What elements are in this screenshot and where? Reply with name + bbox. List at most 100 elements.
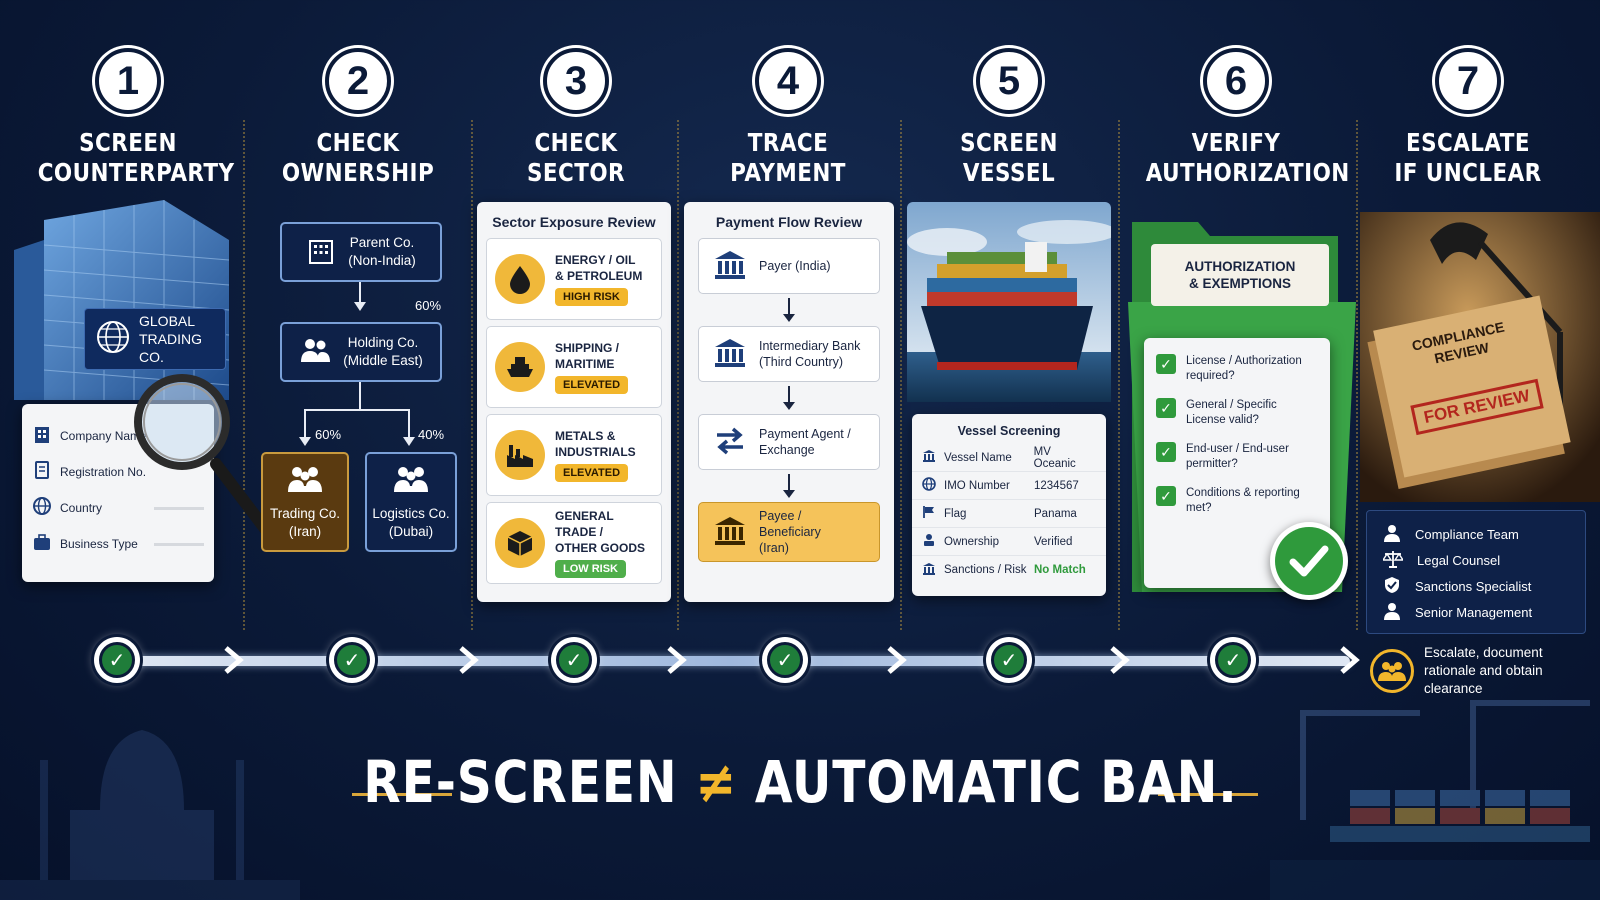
- checkmark-icon: ✓: [1156, 442, 1176, 462]
- payment-node: Intermediary Bank(Third Country): [698, 326, 880, 382]
- globe-icon: [32, 496, 52, 521]
- monument-silhouette: [0, 700, 300, 900]
- field-label: Company Name: [60, 429, 147, 443]
- checkmark-icon: ✓: [1156, 398, 1176, 418]
- tagline: RE-SCREEN ≠ AUTOMATIC BAN.: [0, 748, 1600, 816]
- doc-title-line-2: & EXEMPTIONS: [1188, 276, 1291, 291]
- parent-company-box: Parent Co.(Non-India): [280, 222, 442, 282]
- vessel-key: Flag: [944, 507, 967, 520]
- holding-company-box: Holding Co.(Middle East): [280, 322, 442, 382]
- checkmark-icon: ✓: [334, 642, 370, 678]
- sector-item: METALS &INDUSTRIALS ELEVATED: [486, 414, 662, 496]
- vessel-key: Sanctions / Risk: [944, 564, 1027, 576]
- step-number: 7: [1435, 48, 1501, 114]
- field-label: Registration No.: [60, 465, 147, 479]
- checkmark-icon: ✓: [991, 642, 1027, 678]
- payment-flow-panel: Payment Flow Review Payer (India) Interm…: [684, 202, 894, 602]
- vessel-row: Ownership Verified: [912, 528, 1106, 556]
- checkmark-icon: ✓: [1156, 486, 1176, 506]
- column-divider: [1118, 120, 1120, 630]
- progress-track: [110, 656, 1350, 666]
- vessel-key: Vessel Name: [944, 451, 1012, 464]
- bank-icon: [713, 249, 747, 284]
- vessel-key: IMO Number: [944, 479, 1010, 492]
- approved-check-icon: [1270, 522, 1348, 600]
- people-icon: [287, 464, 323, 499]
- office-building-icon: [306, 235, 336, 270]
- briefcase-icon: [32, 532, 52, 557]
- progress-check-node: ✓: [329, 637, 375, 683]
- payment-label: Intermediary Bank(Third Country): [759, 339, 861, 369]
- parent-name: Parent Co.: [349, 235, 415, 250]
- field-placeholder-line: [154, 506, 204, 510]
- progress-check-node: ✓: [762, 637, 808, 683]
- flow-arrow: [783, 474, 795, 498]
- sign-line-2: TRADING CO.: [139, 331, 202, 365]
- progress-check-node: ✓: [94, 637, 140, 683]
- contact-label: Compliance Team: [1415, 526, 1519, 542]
- trading-name: Trading Co.: [269, 505, 341, 521]
- contact-row: Sanctions Specialist: [1367, 573, 1585, 599]
- step-number: 1: [95, 48, 161, 114]
- office-building-illustration: [14, 200, 239, 400]
- vessel-value: 1234567: [1034, 479, 1079, 492]
- org-connector: [359, 382, 361, 410]
- container-ship-illustration: [907, 202, 1111, 402]
- sector-item: SHIPPING /MARITIME ELEVATED: [486, 326, 662, 408]
- bank-icon: [922, 562, 936, 579]
- user-lock-icon: [922, 533, 936, 550]
- authorization-doc: AUTHORIZATION & EXEMPTIONS: [1151, 244, 1329, 306]
- company-sign: GLOBAL TRADING CO.: [84, 308, 226, 370]
- field-row: Registration No.: [32, 454, 204, 490]
- chevron-right-icon: [1340, 646, 1360, 674]
- not-equal-symbol: ≠: [694, 748, 737, 816]
- holding-name: Holding Co.: [347, 335, 419, 350]
- sector-name: METALS &INDUSTRIALS: [555, 429, 636, 459]
- field-row: Business Type: [32, 526, 204, 562]
- magnifying-glass-icon: [134, 372, 284, 542]
- user-icon: [1383, 524, 1401, 545]
- org-connector: [408, 409, 410, 439]
- payment-label: Payer (India): [759, 259, 831, 273]
- people-icon: [299, 336, 331, 369]
- trading-company-box: Trading Co.(Iran): [261, 452, 349, 552]
- arrow-down-icon: [299, 437, 311, 446]
- tagline-rule-right: [1158, 793, 1258, 796]
- risk-badge: LOW RISK: [555, 560, 626, 578]
- sector-item: GENERAL TRADE /OTHER GOODS LOW RISK: [486, 502, 662, 584]
- panel-title: Payment Flow Review: [715, 214, 863, 230]
- globe-icon: [95, 319, 131, 360]
- contact-label: Sanctions Specialist: [1415, 578, 1532, 594]
- building-icon: [32, 424, 52, 449]
- logistics-name: Logistics Co.: [372, 505, 450, 521]
- contact-row: Compliance Team: [1367, 521, 1585, 547]
- panel-title: Vessel Screening: [957, 424, 1061, 438]
- step-number: 5: [976, 48, 1042, 114]
- flow-arrow: [783, 298, 795, 322]
- contact-row: Senior Management: [1367, 599, 1585, 625]
- column-divider: [677, 120, 679, 630]
- counterparty-form: Company Name Registration No. Country Bu…: [22, 404, 214, 582]
- chevron-right-icon: [224, 646, 244, 674]
- payment-node: Payer (India): [698, 238, 880, 294]
- tagline-left: RE-SCREEN: [362, 748, 678, 816]
- document-icon: [32, 460, 52, 485]
- team-icon: [1370, 649, 1414, 693]
- desk-lamp-scene: [1360, 212, 1600, 502]
- flow-arrow: [783, 386, 795, 410]
- action-line-2: rationale and obtain: [1424, 663, 1543, 678]
- vessel-key: Ownership: [944, 535, 999, 548]
- ownership-percent: 40%: [418, 427, 445, 442]
